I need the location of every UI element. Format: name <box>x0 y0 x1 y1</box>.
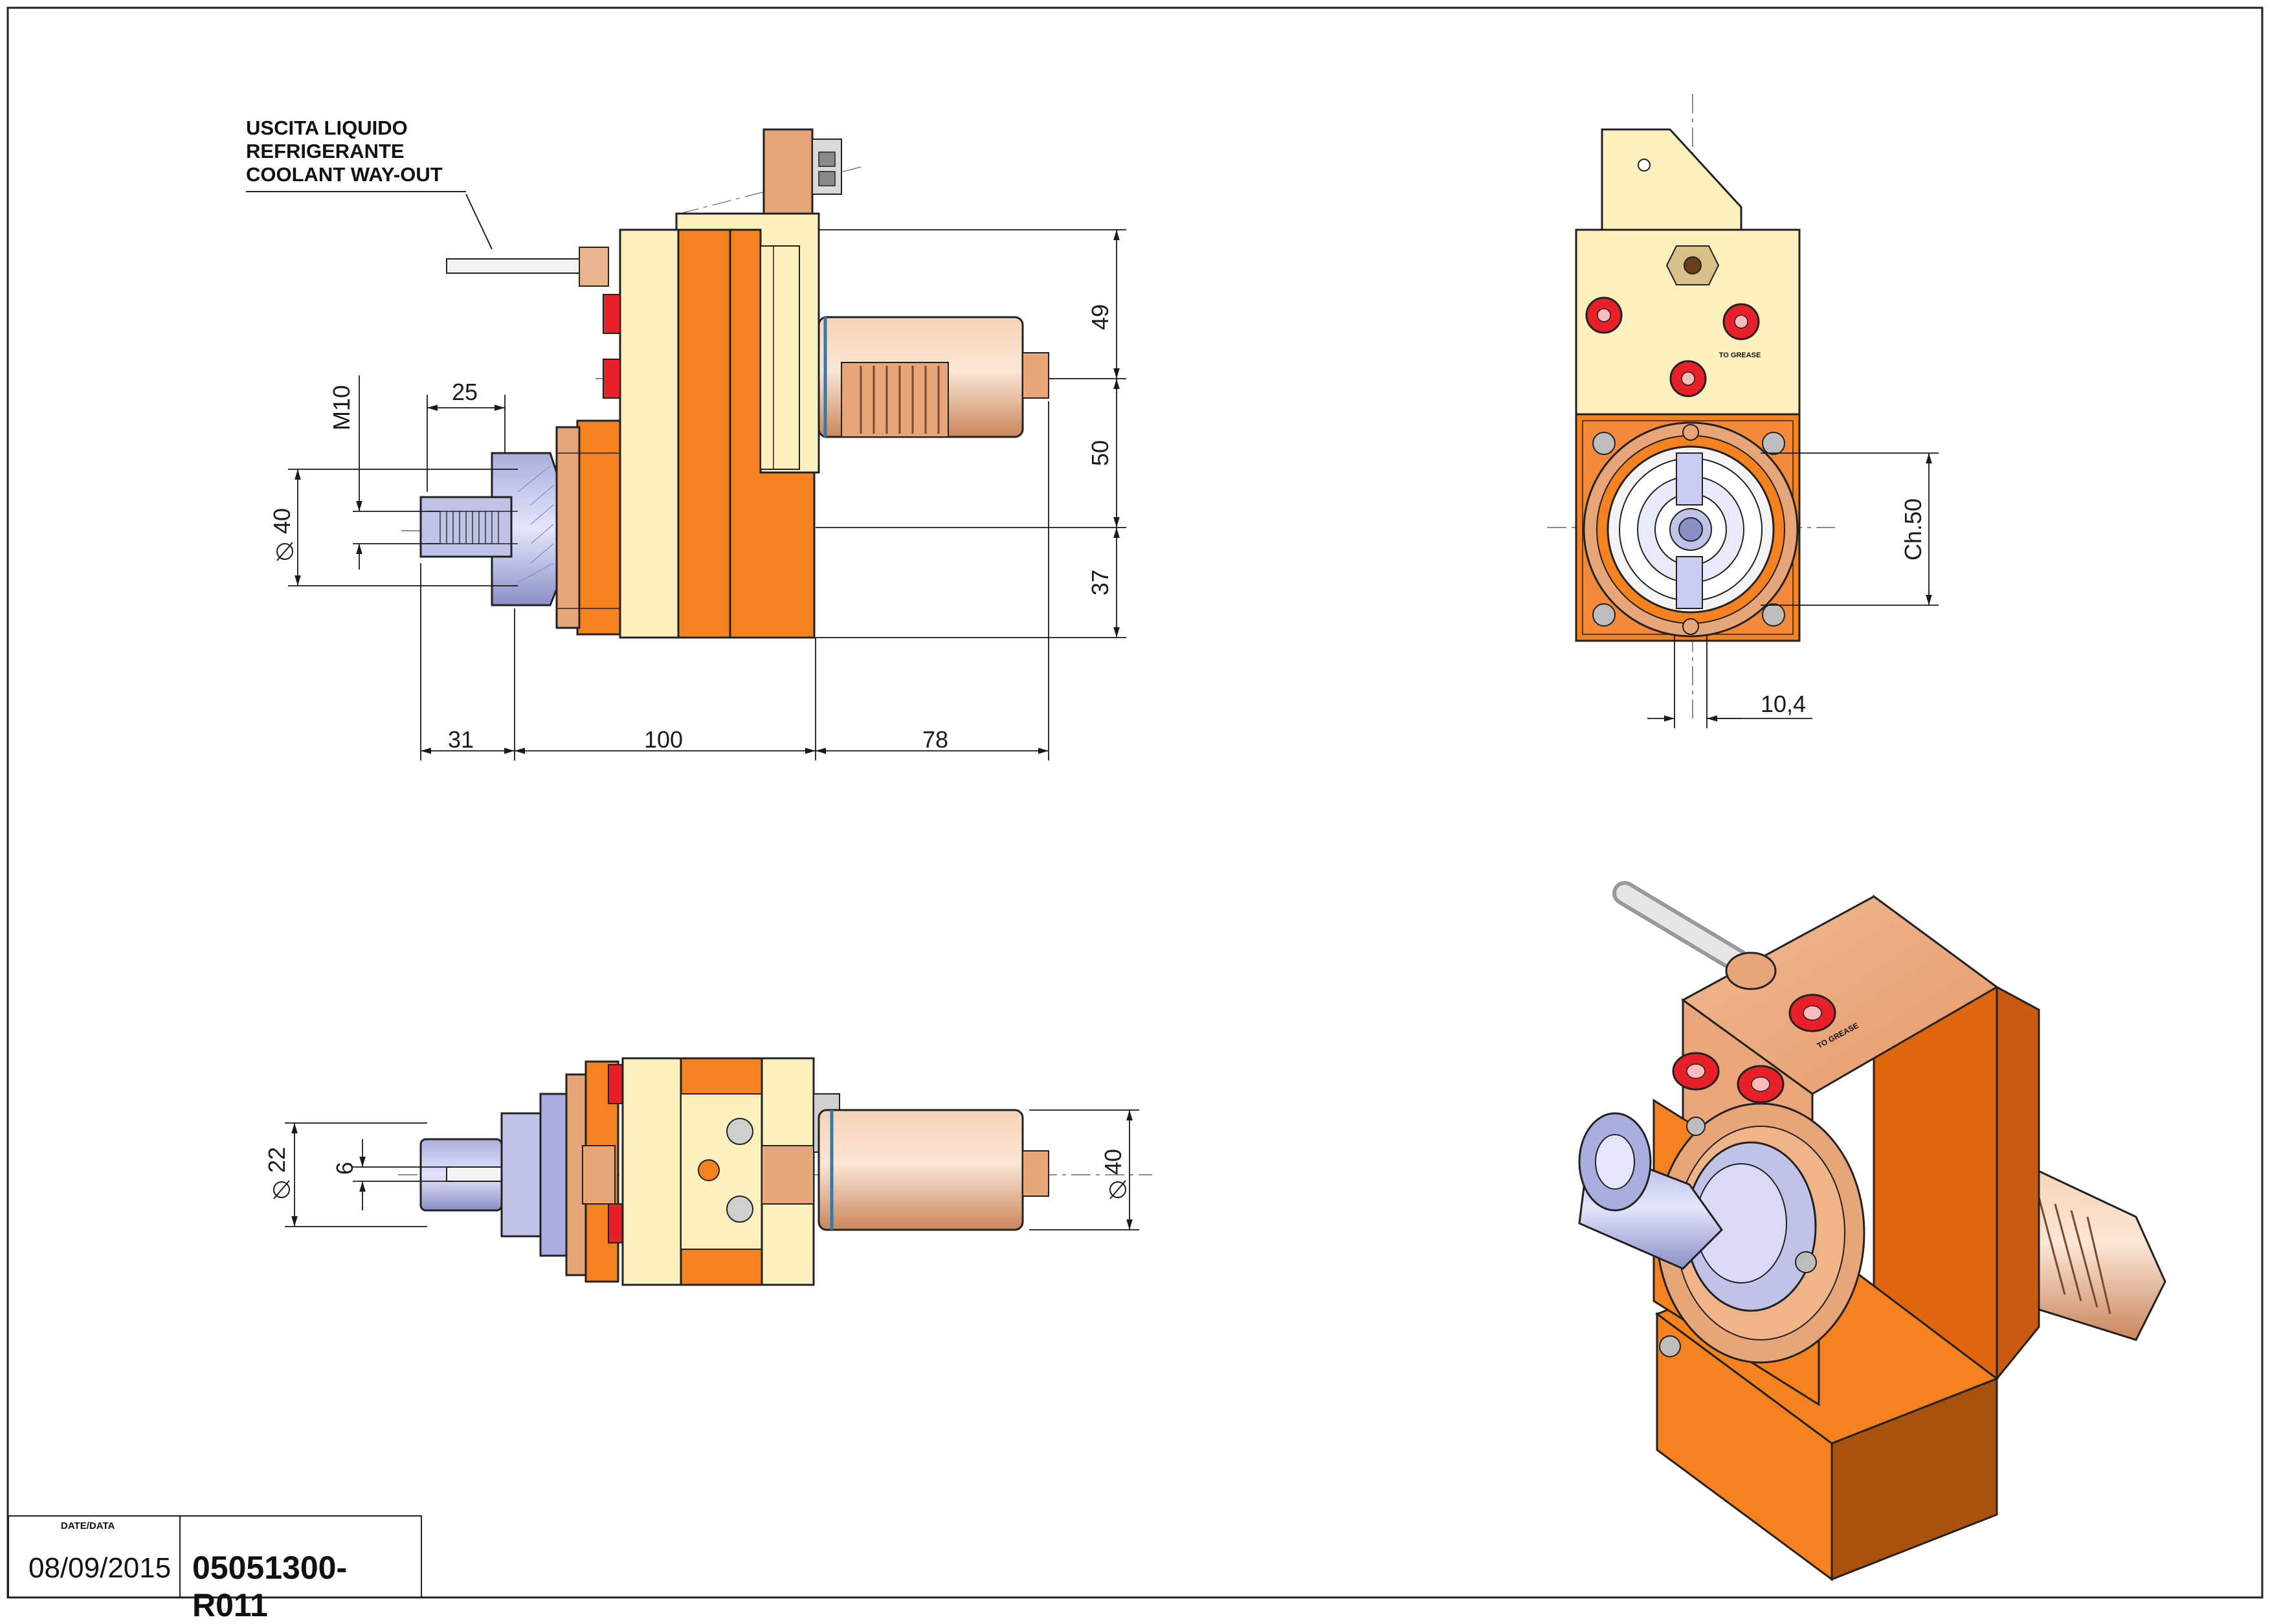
coolant-callout: USCITA LIQUIDO REFRIGERANTE COOLANT WAY-… <box>246 117 443 186</box>
side-view <box>246 128 1062 639</box>
to-grease-label-front: TO GREASE <box>1719 351 1761 359</box>
top-view-dimensions <box>285 1109 1139 1230</box>
date-label: DATE/DATA <box>61 1520 115 1531</box>
sheet-border <box>6 6 2264 1599</box>
dim-31: 31 <box>448 726 474 753</box>
drawing-date: 08/09/2015 <box>28 1552 172 1584</box>
dim-49: 49 <box>1087 304 1113 330</box>
drawing-code: 05051300-R011 <box>192 1550 348 1623</box>
dim-phi40-side: 40 <box>269 508 295 534</box>
front-view: TO GREASE <box>1547 94 1835 718</box>
front-view-dimensions <box>1647 452 1939 728</box>
dim-25: 25 <box>452 379 478 405</box>
callout-line-3: COOLANT WAY-OUT <box>246 163 443 186</box>
callout-line-2: REFRIGERANTE <box>246 140 405 162</box>
dim-ch50: Ch.50 <box>1900 498 1926 561</box>
callout-line-1: USCITA LIQUIDO <box>246 117 408 139</box>
dim-100: 100 <box>644 726 683 753</box>
dim-37: 37 <box>1087 570 1113 595</box>
dim-10-4: 10,4 <box>1761 691 1806 717</box>
dim-phi40-top: 40 <box>1100 1149 1126 1175</box>
dim-phi22: 22 <box>263 1147 290 1173</box>
diameter-symbol <box>276 543 293 560</box>
dim-m10: M10 <box>328 385 355 430</box>
top-view <box>398 1057 1152 1286</box>
title-block-divider <box>179 1517 181 1597</box>
isometric-view: TO GREASE <box>1578 881 2166 1581</box>
title-block: DATE/DATA 08/09/2015 05051300-R011 <box>8 1515 422 1623</box>
dim-78: 78 <box>922 726 948 753</box>
side-view-dimensions <box>288 229 1126 761</box>
dim-50: 50 <box>1087 440 1113 466</box>
dim-6: 6 <box>331 1162 358 1175</box>
